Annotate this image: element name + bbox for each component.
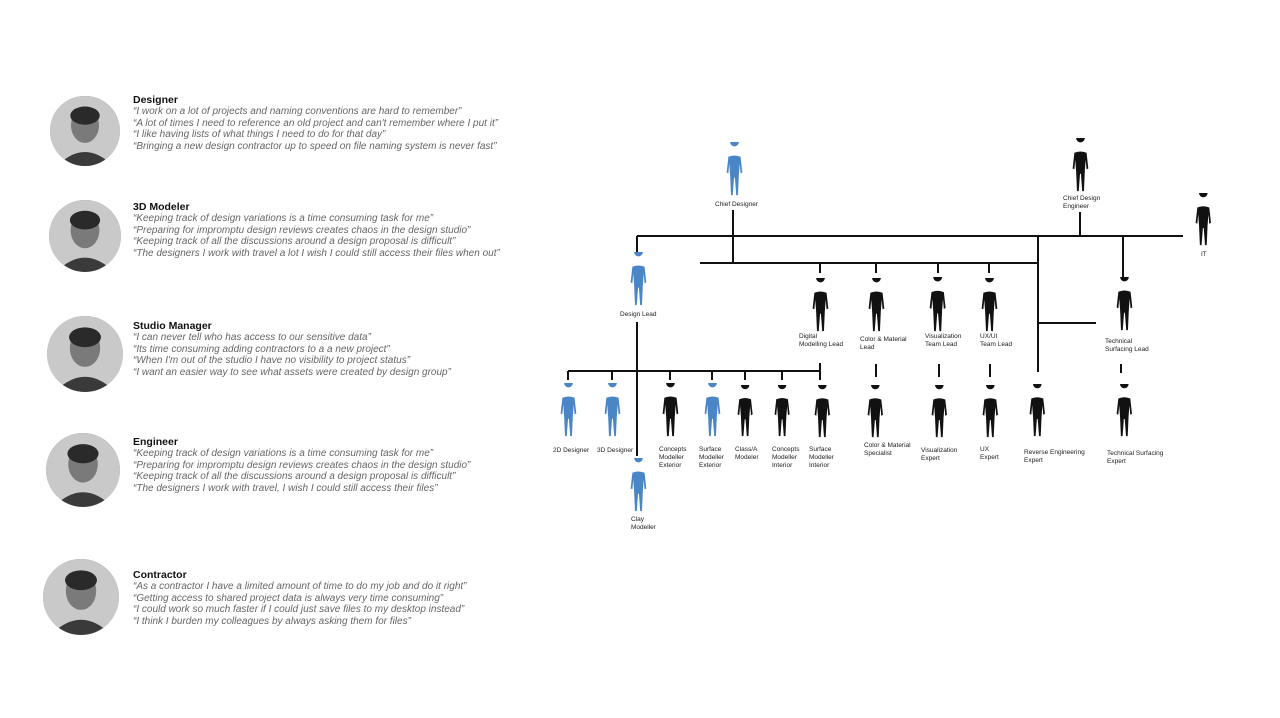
org-node-label: Surface Modeller Exterior bbox=[699, 446, 724, 469]
persona-quote: “As a contractor I have a limited amount… bbox=[133, 581, 467, 592]
persona-quote: “When I'm out of the studio I have no vi… bbox=[133, 355, 411, 367]
persona-quote: “The designers I work with travel a lot … bbox=[133, 247, 500, 259]
persona-quote: “Keeping track of design variations is a… bbox=[133, 213, 434, 224]
org-node-figure-icon bbox=[813, 385, 832, 438]
org-node-figure-icon bbox=[661, 383, 680, 437]
persona-name: Designer bbox=[133, 94, 178, 106]
org-node-label: IT bbox=[1201, 251, 1207, 258]
org-node-figure-icon bbox=[773, 385, 791, 437]
org-node-label: Color & Material Specialist bbox=[864, 442, 911, 457]
org-node-figure-icon bbox=[866, 385, 885, 438]
persona-quote: “I work on a lot of projects and naming … bbox=[133, 106, 462, 117]
persona-quote: “I want an easier way to see what assets… bbox=[133, 366, 451, 378]
persona-text: 3D Modeler“Keeping track of design varia… bbox=[133, 201, 500, 259]
persona-quote: “I could work so much faster if I could … bbox=[133, 604, 465, 616]
org-node-figure-icon bbox=[1028, 384, 1047, 437]
avatar bbox=[47, 316, 123, 392]
org-node-label: UX Expert bbox=[980, 446, 999, 461]
org-node-figure-icon bbox=[629, 458, 648, 512]
org-node-figure-icon bbox=[1115, 277, 1134, 331]
avatar bbox=[43, 559, 119, 635]
org-node-label: Technical Surfacing Lead bbox=[1105, 338, 1149, 353]
persona-quote: “Keeping track of all the discussions ar… bbox=[133, 236, 456, 248]
org-node-label: Visualization Team Lead bbox=[925, 333, 962, 348]
persona-text: Studio Manager“I can never tell who has … bbox=[133, 320, 451, 378]
org-node-label: Clay Modeller bbox=[631, 516, 656, 531]
org-node-figure-icon bbox=[930, 385, 949, 438]
persona-name: 3D Modeler bbox=[133, 201, 190, 213]
org-node-figure-icon bbox=[736, 385, 754, 437]
org-node-label: Visualization Expert bbox=[921, 447, 958, 462]
org-node-label: Technical Surfacing Expert bbox=[1107, 450, 1164, 465]
org-node-label: UX/UI Team Lead bbox=[980, 333, 1013, 348]
org-node-figure-icon bbox=[811, 278, 830, 332]
persona-quote: “Its time consuming adding contractors t… bbox=[133, 343, 390, 355]
persona-quote: “Keeping track of all the discussions ar… bbox=[133, 471, 456, 483]
persona-quote: “Bringing a new design contractor up to … bbox=[133, 140, 497, 152]
avatar bbox=[49, 200, 121, 272]
avatar bbox=[50, 96, 120, 166]
persona-quote: “Preparing for impromptu design reviews … bbox=[133, 224, 471, 236]
org-node-figure-icon bbox=[1194, 193, 1213, 246]
persona-quote: “Keeping track of design variations is a… bbox=[133, 448, 434, 459]
persona-name: Engineer bbox=[133, 436, 178, 448]
persona-quote: “Preparing for impromptu design reviews … bbox=[133, 459, 471, 471]
persona-name: Studio Manager bbox=[133, 320, 212, 332]
org-node-label: 3D Designer bbox=[597, 447, 634, 454]
org-node-label: Concepts Modeller Interior bbox=[772, 446, 800, 469]
org-node-figure-icon bbox=[725, 142, 744, 196]
org-node-label: Design Lead bbox=[620, 311, 657, 318]
org-node-figure-icon bbox=[559, 383, 578, 437]
org-node-figure-icon bbox=[1115, 384, 1134, 437]
persona-text: Engineer“Keeping track of design variati… bbox=[133, 436, 470, 494]
org-node-figure-icon bbox=[981, 385, 1000, 438]
org-node-label: Reverse Engineering Expert bbox=[1024, 449, 1085, 464]
org-node-label: Digital Modelling Lead bbox=[799, 333, 844, 348]
persona-quote: “A lot of times I need to reference an o… bbox=[133, 117, 499, 129]
org-node-figure-icon bbox=[703, 383, 722, 437]
persona-name: Contractor bbox=[133, 569, 187, 581]
persona-text: Contractor“As a contractor I have a limi… bbox=[133, 569, 467, 627]
org-node-figure-icon bbox=[629, 252, 648, 306]
org-node-figure-icon bbox=[867, 278, 886, 332]
org-node-label: 2D Designer bbox=[553, 447, 590, 454]
org-node-label: Surface Modeller Interior bbox=[809, 446, 834, 469]
persona-quote: “I think I burden my colleagues by alway… bbox=[133, 615, 411, 627]
org-node-label: Chief Design Engineer bbox=[1063, 195, 1101, 210]
persona-quote: “I like having lists of what things I ne… bbox=[133, 129, 386, 141]
persona-quote: “I can never tell who has access to our … bbox=[133, 332, 371, 343]
org-node-label: Concepts Modeller Exterior bbox=[659, 446, 687, 469]
persona-quote: “The designers I work with travel, I wis… bbox=[133, 482, 438, 494]
org-node-label: Chief Designer bbox=[715, 201, 758, 208]
org-node-figure-icon bbox=[928, 277, 947, 332]
org-node-figure-icon bbox=[603, 383, 622, 437]
avatar bbox=[46, 433, 120, 507]
persona-text: Designer“I work on a lot of projects and… bbox=[133, 94, 498, 152]
org-node-label: Color & Material Lead bbox=[860, 336, 907, 351]
org-node-label: Class/A Modeler bbox=[735, 446, 759, 461]
persona-quote: “Getting access to shared project data i… bbox=[133, 592, 444, 604]
org-node-figure-icon bbox=[980, 278, 999, 332]
org-node-figure-icon bbox=[1071, 138, 1090, 192]
